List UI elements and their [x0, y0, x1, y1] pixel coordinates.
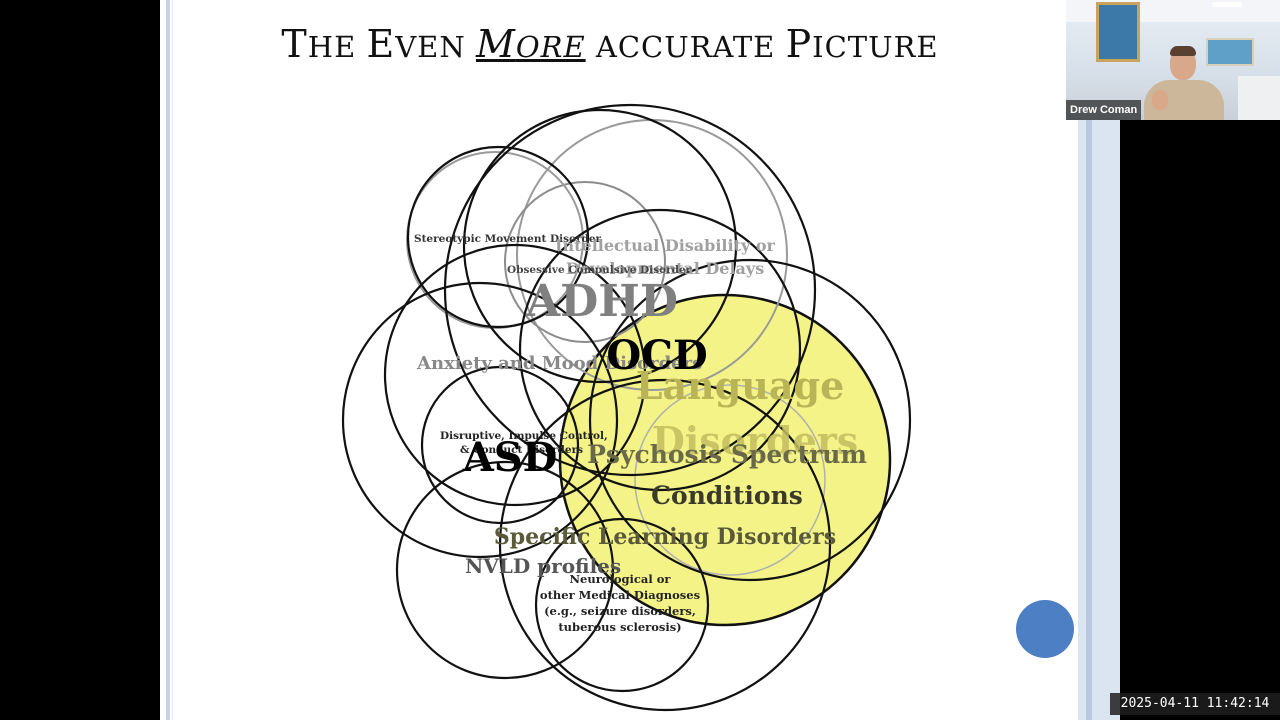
- label-psychosis-2: Conditions: [651, 481, 803, 510]
- video-ceiling-light: [1212, 2, 1242, 7]
- stereotypic-movement-circle: [406, 145, 590, 329]
- video-wall-picture: [1096, 2, 1140, 62]
- video-person-hand: [1152, 90, 1168, 110]
- label-stereotypic: Stereotypic Movement Disorder: [414, 233, 602, 245]
- slide-nav-button[interactable]: [1016, 600, 1074, 658]
- presentation-slide: THE EVEN MORE ACCURATE PICTURE Stereotyp…: [160, 0, 1120, 720]
- slide-left-border: [166, 0, 170, 720]
- nvld-circle: [395, 460, 615, 680]
- label-nvld: NVLD profiles: [465, 554, 621, 578]
- video-person-hair: [1170, 46, 1196, 56]
- video-cabinet: [1238, 76, 1280, 120]
- venn-diagram: Stereotypic Movement Disorder Intellectu…: [341, 103, 912, 712]
- intellectual-disability-circle: [462, 108, 738, 384]
- label-asd: ASD: [462, 434, 558, 481]
- label-specific-learning: Specific Learning Disorders: [494, 524, 836, 550]
- slide-right-band: [1078, 120, 1120, 720]
- video-wall-picture-2: [1206, 38, 1254, 66]
- participant-name-label: Drew Coman: [1066, 100, 1142, 120]
- faded-circle-2: [504, 181, 666, 343]
- label-intellectual-2: Developmental Delays: [566, 259, 764, 278]
- label-language-2: Disorders: [652, 418, 858, 463]
- label-anxiety: Anxiety and Mood Disorders: [416, 353, 702, 374]
- label-neuro-4: tuberous sclerosis): [558, 620, 681, 634]
- disruptive-conduct-circle: [341, 281, 619, 559]
- label-obsessive: Obsessive Compulsive Disorder: [507, 264, 692, 276]
- slide-right-band-stripe: [1086, 120, 1092, 720]
- language-disorders-circle: [558, 293, 892, 627]
- faded-circle-4: [634, 384, 826, 576]
- participant-video-tile[interactable]: Drew Coman: [1066, 0, 1280, 120]
- ocd-circle: [518, 208, 802, 492]
- label-disruptive-2: & Conduct Disorders: [460, 444, 583, 456]
- anxiety-mood-circle: [383, 243, 647, 507]
- psychosis-spectrum-circle: [588, 258, 912, 582]
- neurological-circle: [534, 517, 710, 693]
- label-psychosis-1: Psychosis Spectrum: [587, 440, 867, 469]
- slide-left-border-thin: [172, 0, 173, 720]
- slide-title: THE EVEN MORE ACCURATE PICTURE: [281, 22, 939, 66]
- label-neuro-2: other Medical Diagnoses: [540, 588, 700, 602]
- asd-circle: [420, 365, 580, 525]
- label-neuro-3: (e.g., seizure disorders,: [544, 604, 696, 618]
- recording-timestamp: 2025-04-11 11:42:14: [1110, 693, 1280, 715]
- adhd-circle: [443, 103, 817, 477]
- label-language-1: Language: [636, 363, 845, 408]
- label-ocd: OCD: [606, 332, 707, 379]
- label-intellectual-1: Intellectual Disability or: [555, 236, 775, 255]
- specific-learning-circle: [498, 378, 832, 712]
- label-neuro-1: Neurological or: [570, 572, 672, 586]
- label-disruptive-1: Disruptive, Impulse Control,: [440, 430, 608, 442]
- label-adhd: ADHD: [525, 276, 678, 327]
